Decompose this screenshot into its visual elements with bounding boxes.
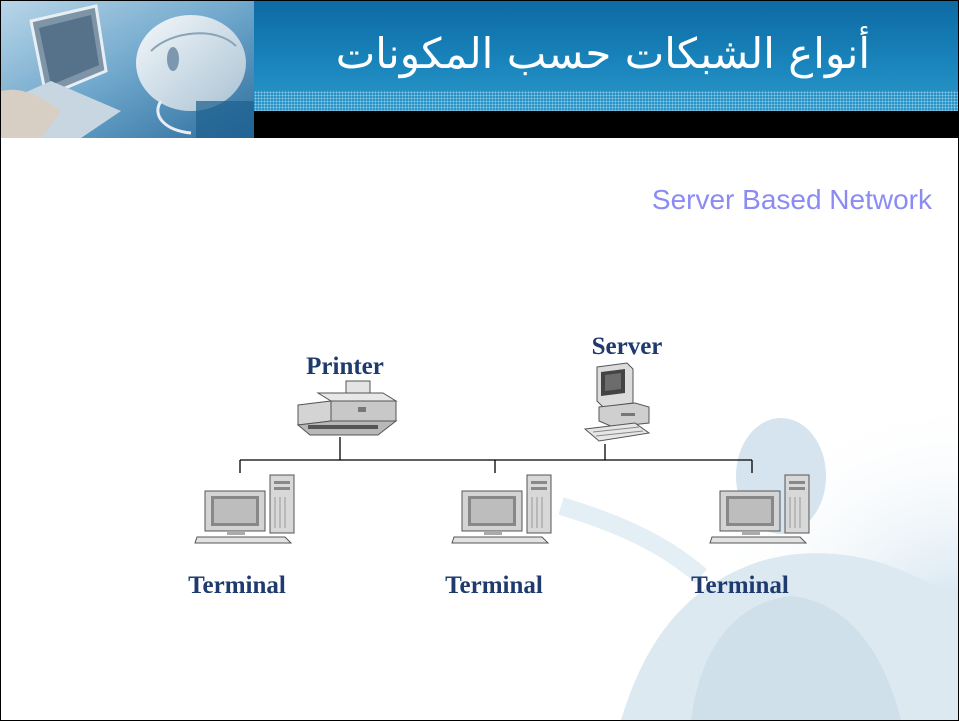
slide-subtitle: Server Based Network bbox=[651, 184, 932, 215]
slide-title: أنواع الشبكات حسب المكونات bbox=[335, 29, 870, 78]
node-label-printer: Printer bbox=[306, 353, 384, 380]
printer-icon bbox=[296, 380, 398, 436]
desktop-computer-icon bbox=[451, 474, 552, 544]
title-bar bbox=[254, 1, 958, 138]
desktop-computer-icon bbox=[194, 474, 295, 544]
node-label-terminal: Terminal bbox=[445, 572, 543, 599]
network-bus bbox=[239, 437, 753, 473]
dotted-divider bbox=[254, 91, 958, 111]
title-underline-black-band bbox=[254, 111, 958, 138]
server-computer-icon bbox=[583, 362, 651, 442]
node-label-server: Server bbox=[592, 333, 663, 360]
node-label-terminal: Terminal bbox=[188, 572, 286, 599]
node-label-terminal: Terminal bbox=[691, 572, 789, 599]
header-image-laptop-mouse bbox=[1, 1, 254, 138]
desktop-computer-icon bbox=[709, 474, 810, 544]
